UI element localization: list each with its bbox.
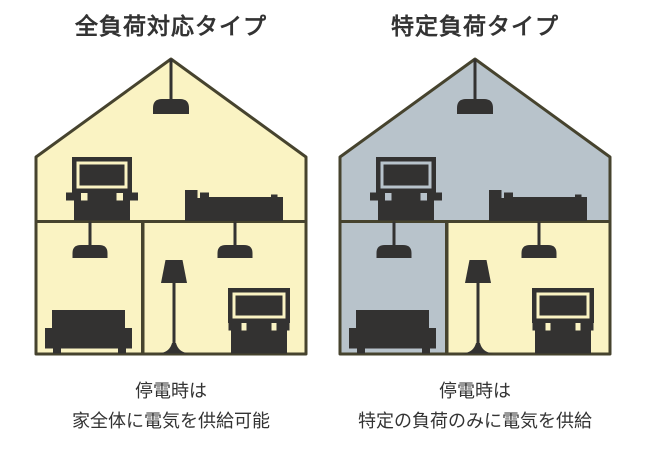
tv-icon [66, 157, 138, 221]
tv-icon [370, 157, 442, 221]
full-load-house-illustration [34, 57, 308, 356]
sofa-icon [45, 310, 132, 354]
room-divider-wall [445, 220, 449, 354]
tv-icon [532, 288, 594, 354]
full-load-caption: 停電時は 家全体に電気を供給可能 [72, 376, 270, 436]
sofa-icon [349, 310, 436, 354]
full-load-caption-line1: 停電時は [135, 381, 207, 401]
room-divider-wall [141, 220, 145, 354]
full-load-panel: 全負荷対応タイプ 停電時は 家全体に電気を供給可能 [34, 10, 308, 462]
tv-icon [228, 288, 290, 354]
specific-load-caption-line1: 停電時は [439, 381, 511, 401]
specific-load-caption: 停電時は 特定の負荷のみに電気を供給 [358, 376, 592, 436]
full-load-caption-line2: 家全体に電気を供給可能 [72, 411, 270, 431]
specific-load-panel: 特定負荷タイプ 停電時は 特定の負荷のみに電気を供給 [338, 10, 612, 462]
specific-load-title: 特定負荷タイプ [391, 13, 559, 39]
full-load-title: 全負荷対応タイプ [75, 13, 267, 39]
specific-load-caption-line2: 特定の負荷のみに電気を供給 [358, 411, 592, 431]
specific-load-house-illustration [338, 57, 612, 356]
